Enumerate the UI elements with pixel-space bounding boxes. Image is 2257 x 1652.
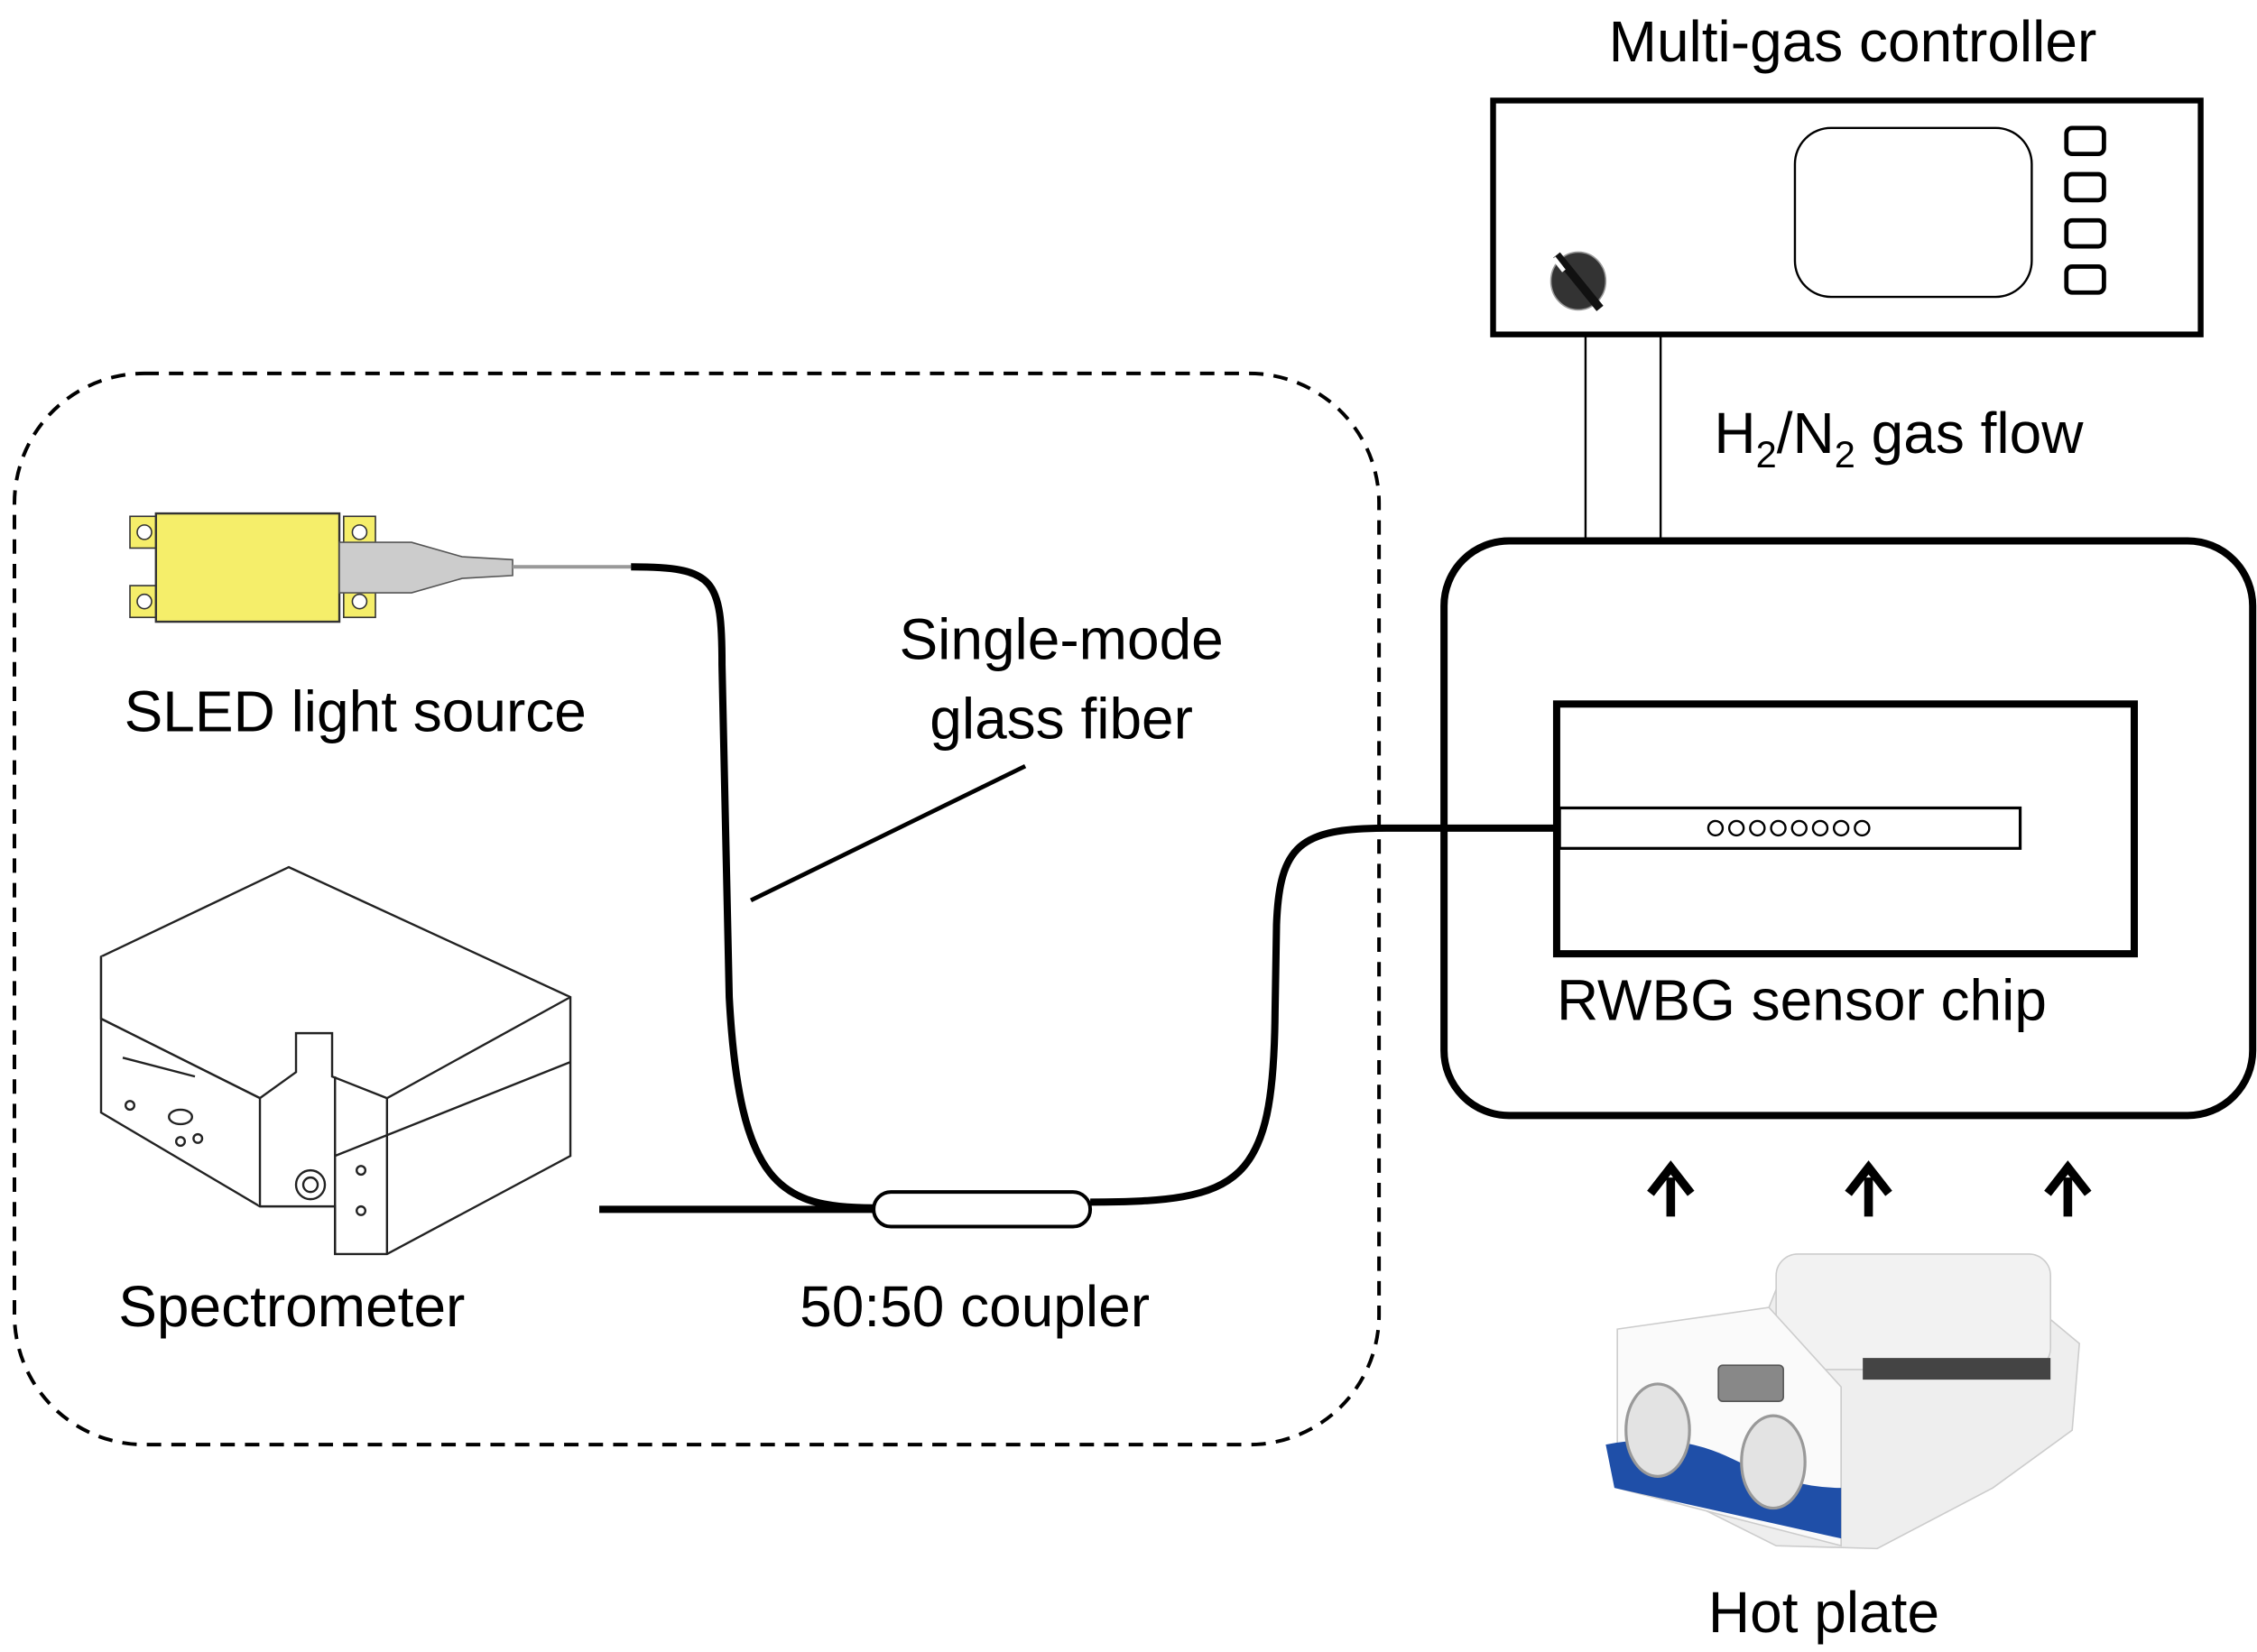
- sensor-chip-label: RWBG sensor chip: [1557, 968, 2047, 1033]
- bragg-gratings: [1707, 819, 1871, 837]
- fiber-pointer: [750, 763, 1027, 903]
- sled-label: SLED light source: [125, 679, 587, 744]
- controller-button: [2064, 264, 2106, 295]
- gas-flow-label: H2/N2 gas flow: [1714, 401, 2084, 475]
- controller-label: Multi-gas controller: [1609, 9, 2097, 74]
- fiber-label: glass fiber: [930, 687, 1193, 752]
- sled-device: [129, 512, 632, 623]
- multi-gas-controller: [1490, 97, 2204, 337]
- spectrometer-label: Spectrometer: [118, 1274, 465, 1339]
- up-arrow-icon: [2044, 1160, 2092, 1217]
- hot-plate-device: [1605, 1253, 2081, 1550]
- spectrometer-device: [99, 865, 572, 1256]
- controller-screen: [1793, 126, 2033, 299]
- fiber-label: Single-mode: [899, 607, 1223, 672]
- hot-plate-label: Hot plate: [1708, 1580, 1939, 1645]
- fiber-sled-to-coupler: [631, 563, 874, 1212]
- controller-button: [2064, 217, 2106, 249]
- controller-button: [2064, 171, 2106, 203]
- knob-icon: [1549, 251, 1607, 311]
- up-arrow-icon: [1845, 1160, 1892, 1217]
- up-arrow-icon: [1647, 1160, 1695, 1217]
- coupler: [872, 1190, 1093, 1229]
- controller-button: [2064, 125, 2106, 157]
- fiber-coupler-to-chip: [1090, 824, 1560, 1206]
- optical-setup-enclosure: [13, 371, 1382, 1447]
- coupler-label: 50:50 coupler: [800, 1274, 1150, 1339]
- waveguide: [1558, 806, 2022, 850]
